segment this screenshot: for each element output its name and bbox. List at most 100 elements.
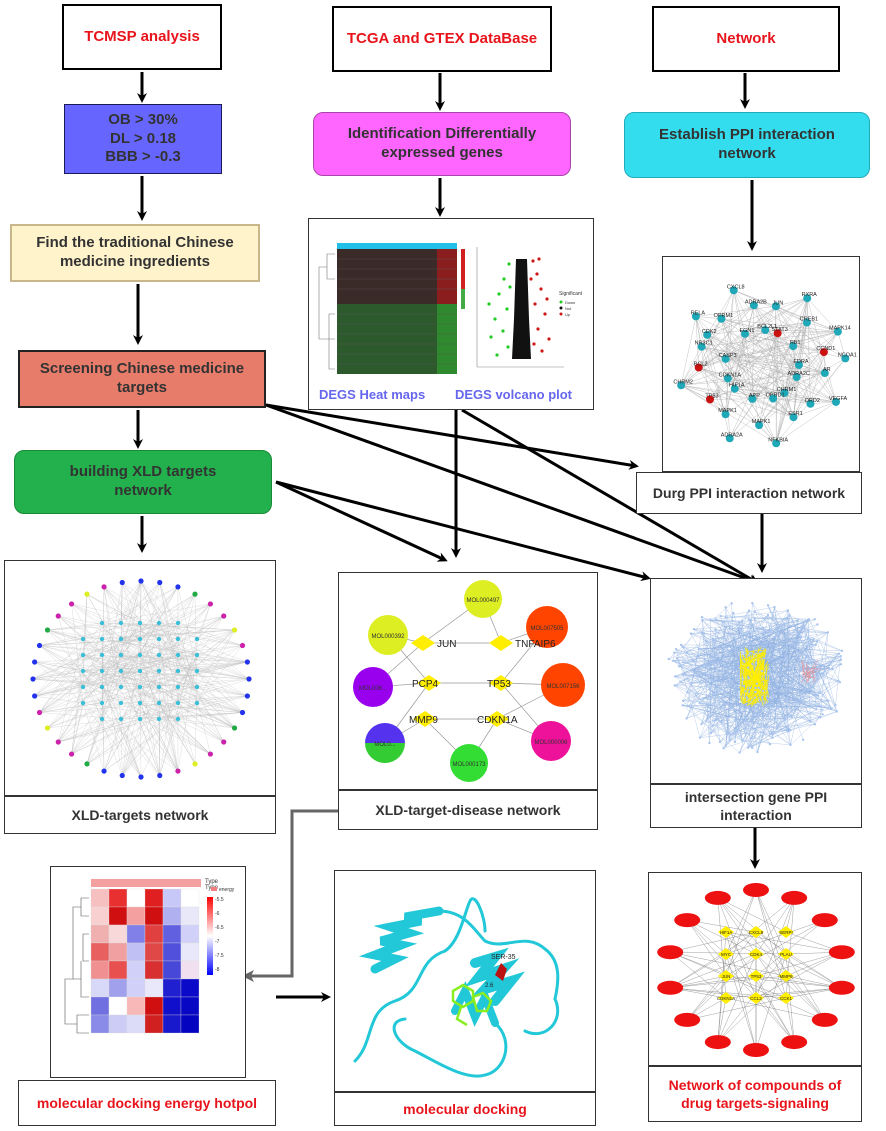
xld-compound-node: [192, 591, 198, 597]
heatmap-cell: [180, 960, 200, 980]
heatmap-cell: [126, 960, 146, 980]
mol-label-3: MOL007505: [530, 626, 564, 632]
intersection-node: [803, 624, 806, 627]
ppi-node: [677, 381, 686, 390]
gene-diamond-tp53: [489, 675, 513, 691]
intersection-node: [746, 746, 750, 749]
intersection-node: [755, 715, 758, 718]
heatmap-cell: [180, 942, 200, 962]
heatmap-colorbar: [207, 897, 213, 975]
ppi-node: [789, 342, 798, 351]
xld-target-node: [194, 700, 200, 706]
intersection-node: [783, 655, 787, 658]
intersection-node: [718, 740, 722, 744]
docking-caption-text: molecular docking: [403, 1100, 527, 1117]
ppi-node-label: CXCL8: [727, 284, 745, 290]
heatmap-cell: [126, 996, 146, 1016]
ppi-node: [773, 329, 782, 338]
heatmap-scale-label: -5.5: [215, 897, 224, 903]
xld-compound-node: [138, 578, 144, 584]
xld-target-node: [156, 716, 162, 722]
intersection-node: [750, 746, 754, 749]
xld-targets-caption-text: XLD-targets network: [71, 806, 209, 823]
establish-ppi-text: Establish PPI interaction network: [659, 126, 835, 162]
intersection-node: [712, 680, 715, 684]
intersection-node: [735, 729, 739, 733]
intersection-node: [816, 677, 820, 681]
xld-compound-node: [239, 642, 246, 649]
intersection-node: [788, 665, 792, 668]
ppi-node-label: CDK2: [702, 329, 717, 335]
mol-label-1: MOL000497: [466, 598, 500, 604]
find-ingredients-box: Find the traditional Chinese medicine in…: [10, 224, 260, 282]
intersection-node: [752, 629, 756, 632]
xld-compound-node: [192, 761, 198, 767]
xld-target-node: [118, 668, 124, 674]
ppi-node: [723, 374, 732, 383]
xld-target-node: [137, 620, 143, 626]
intersection-node: [786, 609, 790, 612]
intersection-node: [807, 618, 811, 621]
compound-gene-label: PLAU: [780, 952, 792, 957]
intersection-node: [826, 699, 830, 702]
intersection-node: [761, 689, 765, 693]
intersection-node: [750, 720, 753, 724]
ppi-node-label: EGN1: [739, 328, 754, 334]
xld-compound-node: [231, 627, 238, 633]
criteria-dl: DL > 0.18: [109, 129, 176, 147]
ppi-node: [755, 421, 764, 430]
heatmap-cell: [144, 1014, 164, 1034]
intersection-node: [771, 736, 774, 739]
intersection-node: [791, 620, 794, 623]
heatmap-cell: [144, 996, 164, 1016]
ser35-residue: [495, 963, 507, 981]
compound-caption-text: Network of compounds of drug targets-sig…: [668, 1076, 842, 1111]
ppi-node-label: BCL2: [694, 361, 708, 367]
ppi-node-label: RXRA: [802, 292, 818, 298]
intersection-node: [747, 609, 751, 612]
intersection-node: [741, 678, 745, 681]
xld-compound-node: [207, 751, 214, 757]
intersection-node: [713, 719, 716, 722]
intersection-caption-text: intersection gene PPI interaction: [684, 788, 828, 823]
intersection-node: [741, 739, 744, 742]
intersection-node: [724, 744, 727, 748]
intersection-node: [835, 710, 839, 713]
intersection-node: [724, 625, 728, 629]
gene-diamond-cdkn1a: [485, 711, 509, 727]
heatmap-legend-item: energy: [219, 887, 235, 893]
intersection-node: [741, 703, 744, 707]
heatmap-cell: [90, 888, 110, 908]
ppi-node-label: EDRA: [793, 359, 809, 365]
intersection-node: [681, 645, 684, 648]
intersection-node: [794, 654, 798, 657]
compound-gene-diamond: [748, 970, 764, 982]
compound-gene-diamond: [778, 970, 794, 982]
xld-target-node: [137, 716, 143, 722]
xld-target-node: [99, 636, 105, 642]
intersection-node: [831, 667, 834, 671]
compound-node: [704, 1035, 731, 1050]
intersection-node: [821, 713, 824, 716]
ppi-node-label: DRD2: [805, 398, 820, 404]
intersection-node: [747, 676, 750, 680]
intersection-node: [705, 673, 708, 677]
intersection-node: [675, 657, 678, 660]
intersection-node: [709, 731, 712, 735]
intersection-node: [733, 732, 736, 735]
intersection-node: [784, 660, 788, 663]
intersection-node: [736, 650, 739, 654]
arrow-screen-inter: [265, 403, 759, 585]
ppi-node: [841, 354, 850, 363]
tcga-header-text: TCGA and GTEX DataBase: [346, 29, 538, 47]
xld-compound-node: [244, 659, 250, 665]
intersection-node: [704, 639, 708, 643]
ppi-node: [694, 363, 703, 372]
intersection-node: [742, 719, 745, 722]
intersection-node: [819, 705, 823, 709]
xld-target-node: [99, 700, 105, 706]
intersection-node: [752, 647, 756, 651]
heatmap-scale-label: -6: [215, 911, 220, 917]
heatmap-legend-swatch: [211, 887, 217, 891]
intersection-node: [774, 635, 777, 639]
